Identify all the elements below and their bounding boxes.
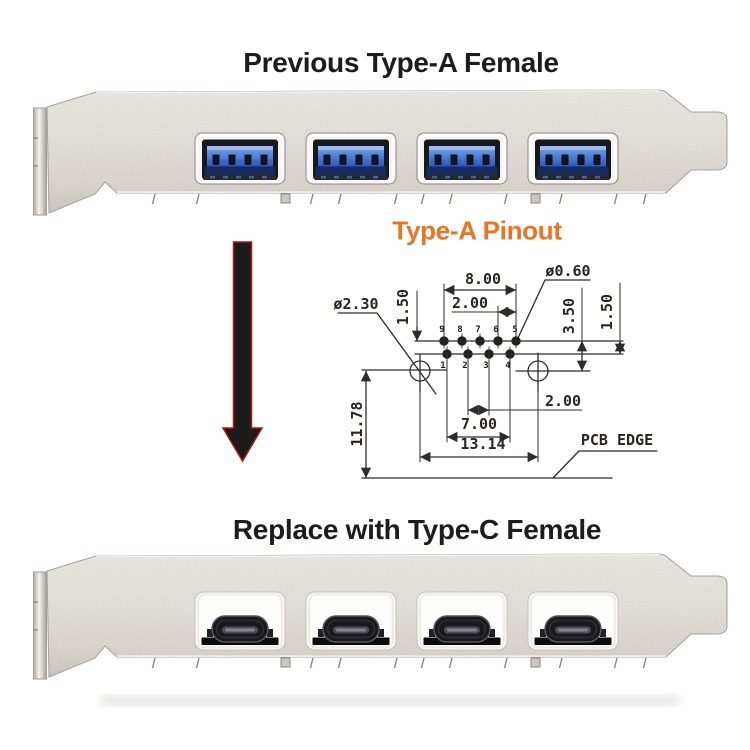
pcb-edge-leader (552, 450, 658, 479)
dim-pitch-top: 2.00 (451, 294, 489, 312)
bracket-feet (151, 657, 647, 669)
mount-hole-leader (337, 312, 437, 395)
pcb-edge-label: PCB EDGE (580, 431, 654, 449)
dim-span-bottom: 7.00 (460, 415, 498, 433)
bottom-section-title: Replace with Type-C Female (232, 514, 602, 545)
type-a-bracket-image (33, 89, 728, 216)
pinout-title: Type-A Pinout (392, 215, 562, 246)
dim-row-gap: 1.50 (598, 293, 616, 331)
usb-c-port (193, 590, 287, 652)
usb-a-port (527, 132, 619, 185)
dim-span-top: 8.00 (464, 270, 502, 288)
top-section-title: Previous Type-A Female (243, 47, 559, 78)
usb-c-port (304, 590, 398, 652)
usb-c-port (526, 590, 620, 652)
bracket-side-flange (33, 107, 47, 216)
pin-grid (436, 333, 524, 362)
dim-edge-height: 11.78 (348, 401, 366, 447)
pin-label: 9 (439, 325, 445, 335)
pin-label: 3 (483, 361, 489, 371)
dim-hole-to-row: 3.50 (560, 297, 578, 335)
pin-hole-leader (517, 279, 591, 339)
usb-c-port (415, 590, 509, 652)
down-arrow (221, 241, 264, 463)
dim-mount-hole-dia: ø2.30 (333, 295, 379, 313)
dim-left-gap: 1.50 (394, 288, 412, 326)
pin-label: 4 (505, 361, 511, 371)
usb-a-port (305, 132, 397, 185)
bracket-feet (151, 193, 647, 205)
pin-label: 8 (457, 325, 463, 335)
dim-hole-span: 13.14 (460, 435, 506, 453)
pin-label: 7 (475, 325, 481, 335)
type-c-bracket-image (33, 553, 728, 706)
usb-a-port (194, 132, 286, 185)
dim-pitch-bottom: 2.00 (544, 392, 582, 410)
usb-a-port (416, 132, 508, 185)
pin-label: 5 (512, 325, 518, 335)
dim-pin-hole-dia: ø0.60 (545, 262, 591, 280)
pinout-drawing (337, 279, 658, 479)
pin-label: 1 (440, 361, 446, 371)
bracket-side-flange (33, 571, 47, 680)
pin-label: 2 (462, 361, 468, 371)
pin-label: 6 (493, 325, 499, 335)
bracket-shadow (100, 695, 680, 706)
